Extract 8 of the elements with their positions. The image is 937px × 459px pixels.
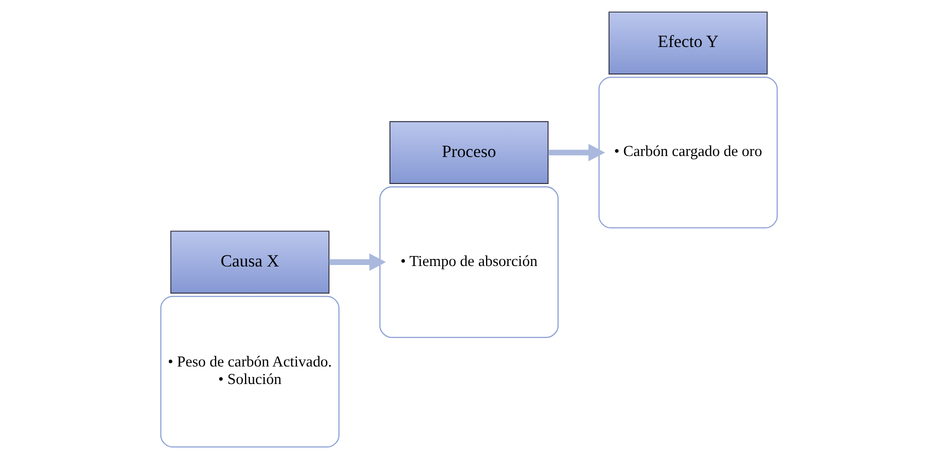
node-box: Causa X <box>170 230 329 294</box>
arrow <box>548 144 605 162</box>
node-box: • Peso de carbón Activado. • Solución <box>160 296 340 448</box>
node-box: • Tiempo de absorción <box>378 186 558 338</box>
node-box: Efecto Y <box>608 12 768 74</box>
arrow <box>328 253 386 271</box>
node-box: • Carbón cargado de oro <box>598 76 778 228</box>
node-box: Proceso <box>388 121 548 184</box>
